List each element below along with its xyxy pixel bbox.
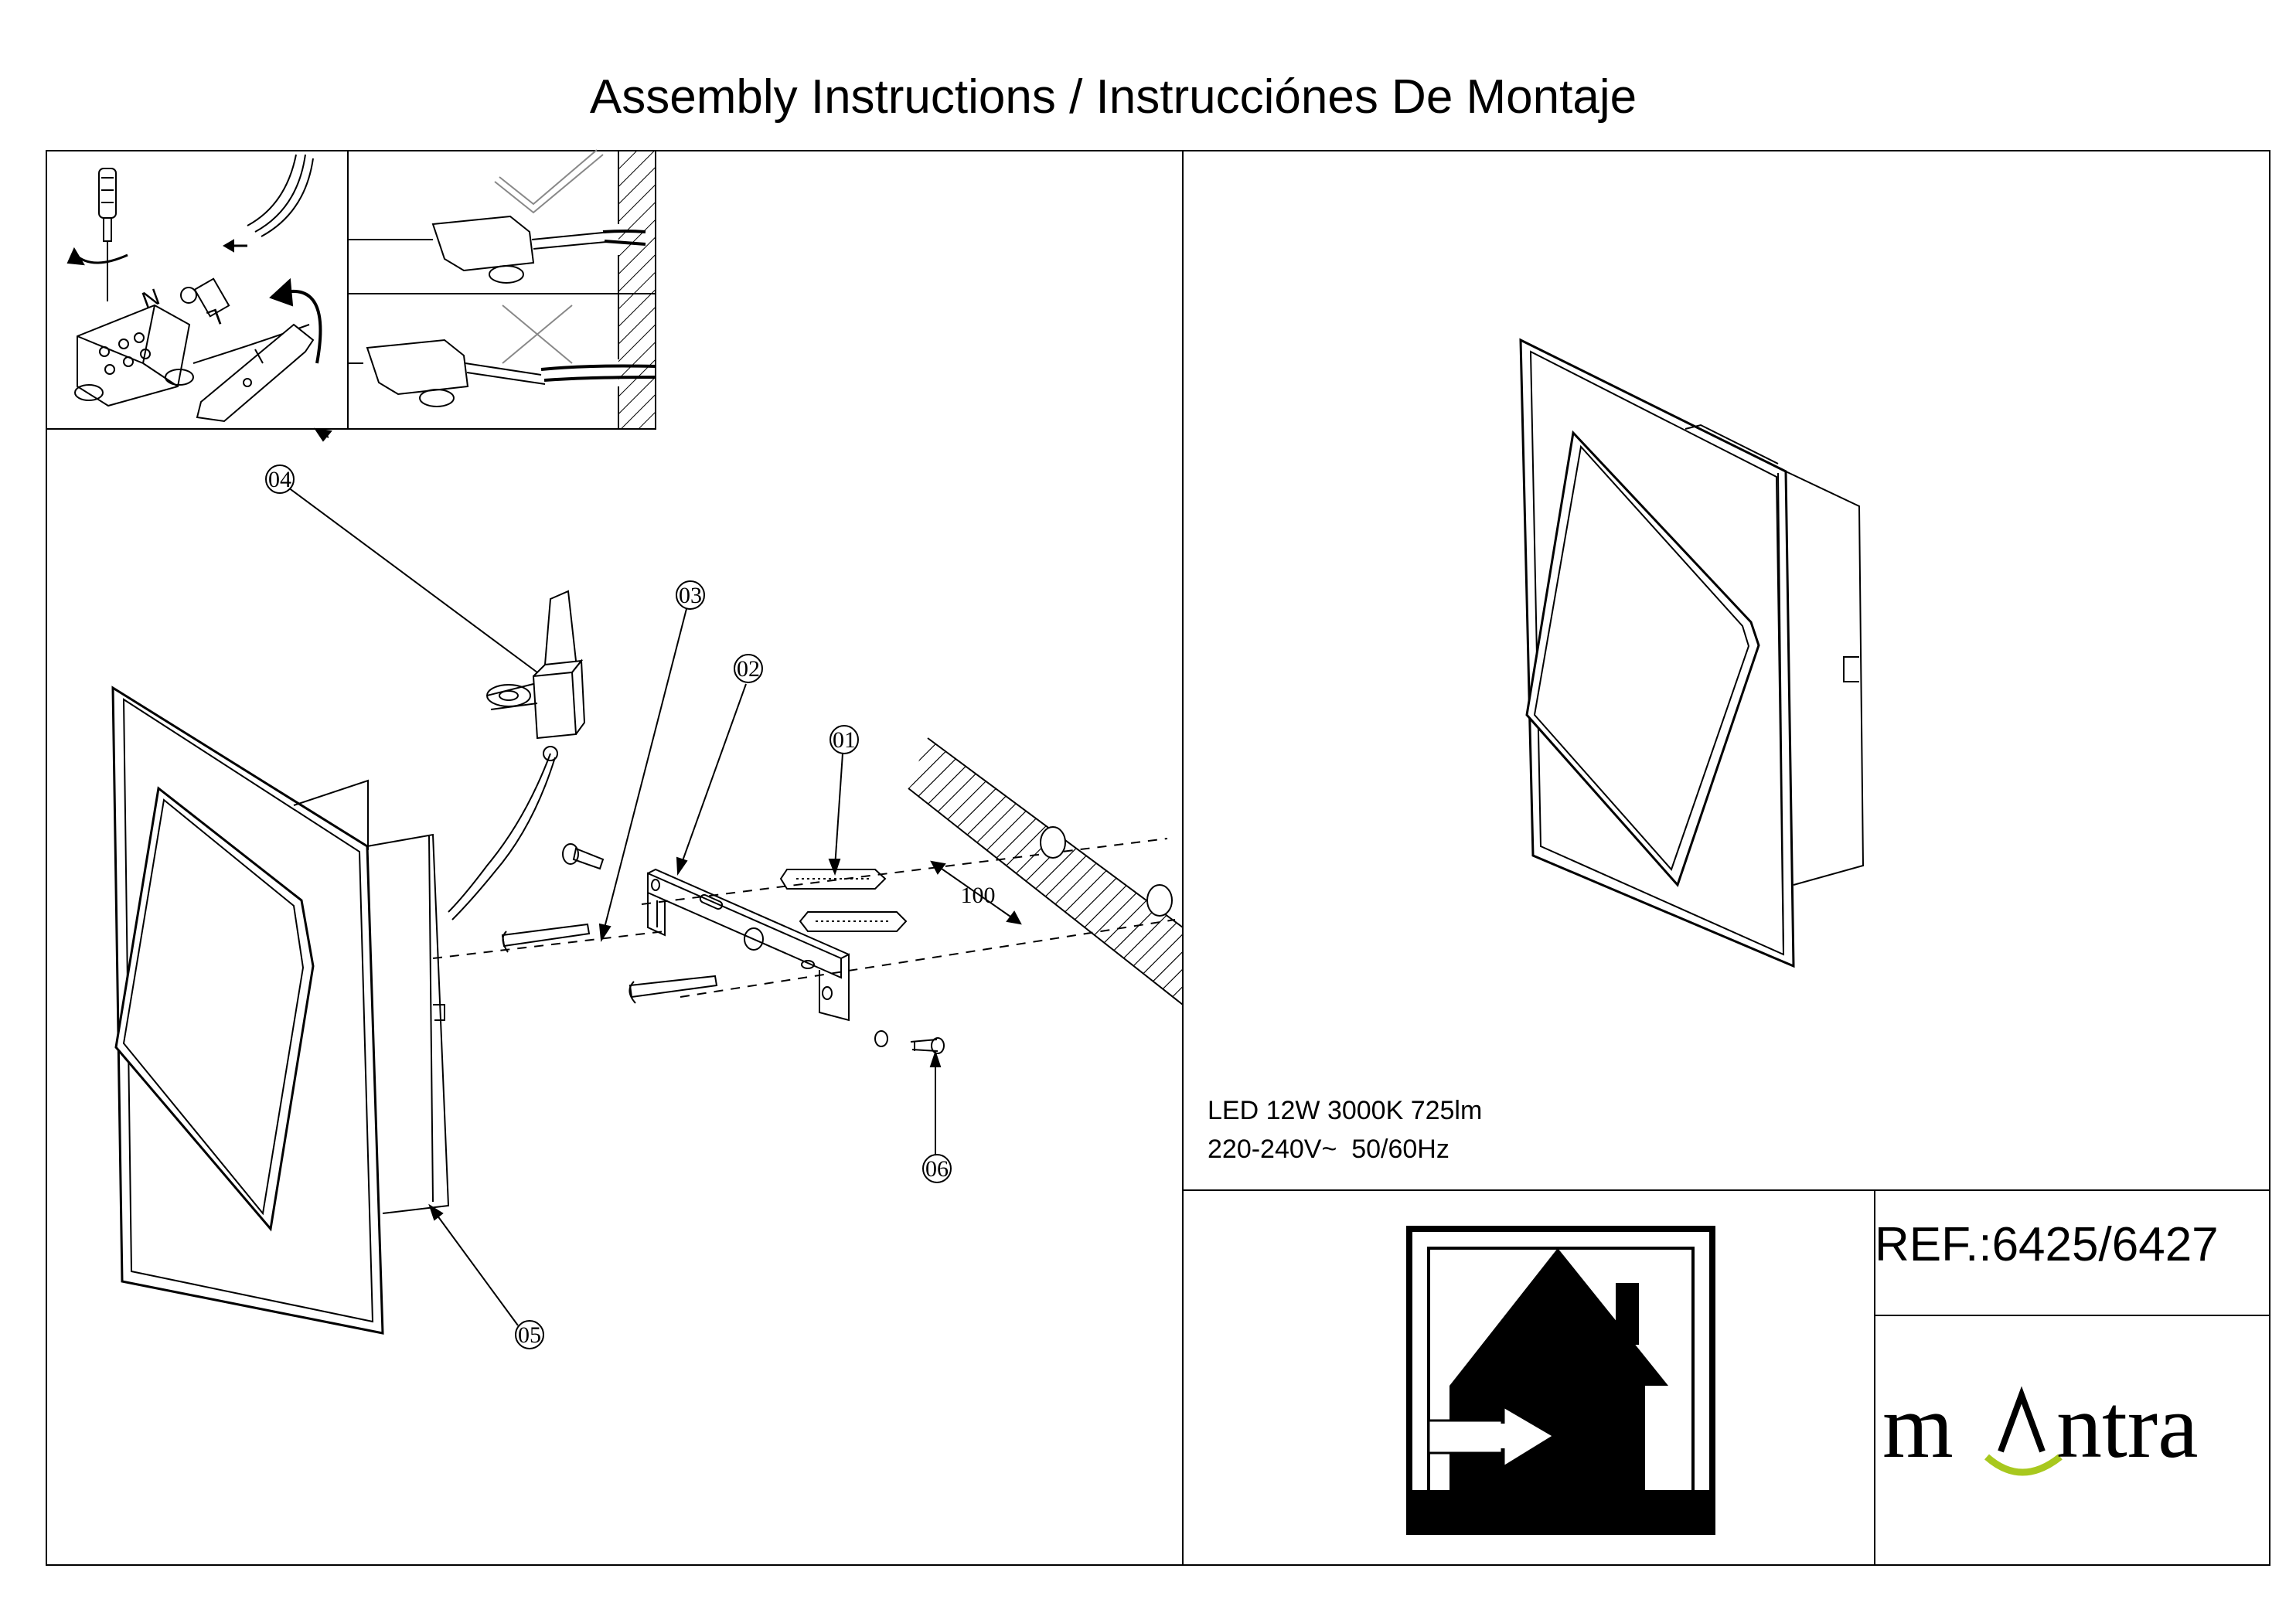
wiring-inset: N L <box>46 149 656 430</box>
lamp-body <box>111 686 450 1335</box>
screw-06 <box>874 1030 945 1054</box>
callout-05: 05 <box>515 1320 544 1349</box>
callout-03-label: 03 <box>679 583 702 608</box>
mounting-bracket <box>647 868 850 1022</box>
incorrect-install <box>348 294 656 429</box>
callout-04-label: 04 <box>268 467 291 492</box>
brand-name-left: m <box>1882 1376 1954 1477</box>
brand-smile-accent <box>1984 1454 2063 1476</box>
callout-05-label: 05 <box>518 1322 541 1348</box>
cross-mark-icon <box>502 305 573 364</box>
exploded-view <box>111 427 1184 1335</box>
screwdriver-icon <box>66 168 128 301</box>
check-mark-icon <box>494 149 604 214</box>
leaders <box>281 427 942 1326</box>
indoor-use-house-icon <box>1406 1226 1715 1535</box>
page-title: Assembly Instructions / Instrucciónes De… <box>589 70 1637 124</box>
dimension-label: 100 <box>961 883 996 908</box>
brand-name-right: ntra <box>2056 1376 2198 1477</box>
terminal-block <box>74 277 310 407</box>
terminal-cover <box>196 323 315 423</box>
callout-01-label: 01 <box>833 727 856 753</box>
wood-screws <box>501 923 718 1004</box>
callout-02: 02 <box>734 654 763 683</box>
callout-02-label: 02 <box>737 656 760 682</box>
terminal-label-n: N <box>138 283 163 312</box>
driver-box <box>448 590 586 920</box>
frame <box>46 150 2270 1566</box>
callout-03: 03 <box>676 580 705 610</box>
assembled-view <box>1519 338 1865 968</box>
dimension-100 <box>930 860 1022 925</box>
small-bolt-03 <box>562 843 605 870</box>
spec-voltage: 220-240V~ 50/60Hz <box>1208 1135 1449 1164</box>
callout-06: 06 <box>922 1154 952 1183</box>
reference-number: REF.:6425/6427 <box>1875 1218 2219 1271</box>
spec-power: LED 12W 3000K 725lm <box>1208 1096 1483 1125</box>
callout-06-label: 06 <box>925 1156 949 1182</box>
callout-04: 04 <box>265 464 295 494</box>
callouts: 04 03 02 01 06 05 100 <box>265 464 996 1349</box>
callout-01: 01 <box>829 725 859 754</box>
correct-install <box>348 151 656 294</box>
wall-section <box>908 737 1184 1005</box>
wall-anchors <box>779 869 908 932</box>
brand-logo: m ntra <box>1882 1376 2198 1477</box>
